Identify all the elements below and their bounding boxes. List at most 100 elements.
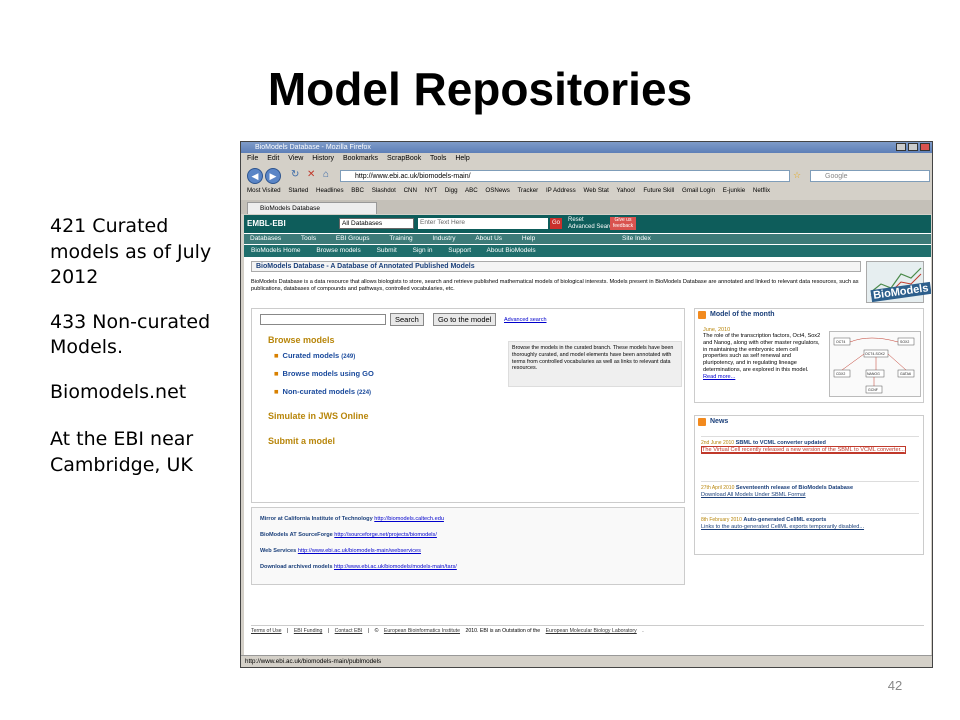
menu-tools[interactable]: Tools bbox=[430, 155, 447, 162]
curated-label: Curated models bbox=[282, 351, 340, 360]
bookmark-nyt[interactable]: NYT bbox=[424, 187, 438, 194]
menu-help[interactable]: Help bbox=[455, 155, 470, 162]
minimize-icon[interactable] bbox=[896, 143, 906, 151]
ebi-advanced-link[interactable]: Advanced Search bbox=[568, 223, 616, 230]
menu-edit[interactable]: Edit bbox=[267, 155, 280, 162]
ebi-logo[interactable]: EMBL-EBI bbox=[247, 219, 286, 228]
footer-embl-link[interactable]: European Molecular Biology Laboratory bbox=[545, 628, 637, 634]
menu-bookmarks[interactable]: Bookmarks bbox=[342, 155, 378, 162]
menu-file[interactable]: File bbox=[247, 155, 259, 162]
ebi-go-button[interactable]: Go bbox=[550, 218, 562, 229]
mirror-link[interactable]: http://biomodels.caltech.edu bbox=[374, 516, 444, 522]
footer-copyright: © bbox=[374, 628, 379, 634]
browse-curated-link[interactable]: ■Curated models(249) bbox=[274, 351, 355, 360]
nav-biomodels-home[interactable]: BioModels Home bbox=[251, 247, 301, 254]
ebi-nav-training[interactable]: Training bbox=[389, 235, 413, 242]
footer-period: . bbox=[642, 628, 644, 634]
ebi-nav-about[interactable]: About Us bbox=[475, 235, 503, 242]
menu-bar: File Edit View History Bookmarks ScrapBo… bbox=[247, 155, 477, 162]
slide-number: 42 bbox=[887, 678, 903, 693]
read-more-link[interactable]: Read more... bbox=[703, 373, 736, 380]
bookmark-abc[interactable]: ABC bbox=[464, 187, 478, 194]
bookmark-star-icon[interactable]: ☆ bbox=[793, 170, 802, 180]
ebi-search-input[interactable]: Enter Text Here bbox=[418, 218, 548, 229]
bookmark-digg[interactable]: Digg bbox=[444, 187, 458, 194]
ebi-nav-tools[interactable]: Tools bbox=[300, 235, 317, 242]
url-bar[interactable]: http://www.ebi.ac.uk/biomodels-main/ bbox=[340, 170, 790, 182]
news-item-title: SBML to VCML converter updated bbox=[735, 440, 826, 446]
reload-icon[interactable]: ↻ bbox=[291, 169, 300, 180]
nav-about-biomodels[interactable]: About BioModels bbox=[486, 247, 536, 254]
bookmark-slashdot[interactable]: Slashdot bbox=[371, 187, 396, 194]
news-item-link[interactable]: Download All Models Under SBML Format bbox=[701, 492, 806, 498]
ebi-feedback-button[interactable]: Give us feedback bbox=[610, 217, 636, 230]
ebi-database-select[interactable]: All Databases bbox=[339, 218, 414, 229]
bookmark-netflix[interactable]: Netflix bbox=[752, 187, 771, 194]
search-button[interactable]: Search bbox=[390, 313, 424, 326]
bookmark-headlines[interactable]: Headlines bbox=[316, 187, 344, 194]
nav-support[interactable]: Support bbox=[448, 247, 472, 254]
home-icon[interactable]: ⌂ bbox=[323, 169, 330, 180]
menu-history[interactable]: History bbox=[312, 155, 335, 162]
mirror-link[interactable]: http://sourceforge.net/projects/biomodel… bbox=[334, 532, 437, 538]
bookmark-started[interactable]: Started bbox=[288, 187, 309, 194]
close-icon[interactable] bbox=[920, 143, 930, 151]
bookmark-ejunkie[interactable]: E-junkie bbox=[722, 187, 746, 194]
submit-model-link[interactable]: Submit a model bbox=[268, 436, 336, 446]
node-cdx2-label: CDX2 bbox=[836, 372, 845, 376]
rss-icon[interactable] bbox=[698, 418, 706, 426]
nav-browse-models[interactable]: Browse models bbox=[316, 247, 361, 254]
slide-notes: 421 Curated models as of July 2012 433 N… bbox=[50, 214, 235, 497]
news-item-title: Auto-generated CellML exports bbox=[743, 517, 827, 523]
ebi-reset-link[interactable]: Reset bbox=[568, 217, 584, 223]
search-input[interactable]: Google bbox=[810, 170, 930, 182]
pathway-diagram: OCT4 SOX2 OCT4-SOX2 CDX2 NANOG GATA6 bbox=[829, 331, 921, 397]
edge-complex-cdx2 bbox=[841, 353, 865, 371]
bookmark-gmail[interactable]: Gmail Login bbox=[682, 187, 716, 194]
ebi-site-index[interactable]: Site Index bbox=[622, 235, 651, 242]
rss-icon[interactable] bbox=[698, 311, 706, 319]
news-item: 2nd June 2010 SBML to VCML converter upd… bbox=[701, 436, 919, 454]
nav-submit[interactable]: Submit bbox=[376, 247, 397, 254]
footer-contact[interactable]: Contact EBI bbox=[334, 628, 363, 634]
bookmark-osnews[interactable]: OSNews bbox=[485, 187, 510, 194]
browse-models-heading[interactable]: Browse models bbox=[268, 335, 335, 345]
mirror-row: BioModels AT SourceForge http://sourcefo… bbox=[260, 532, 437, 538]
ebi-nav-databases[interactable]: Databases bbox=[250, 235, 282, 242]
menu-scrapbook[interactable]: ScrapBook bbox=[386, 155, 422, 162]
bookmark-web-stat[interactable]: Web Stat bbox=[583, 187, 609, 194]
mirror-link[interactable]: http://www.ebi.ac.uk/biomodels-main/webs… bbox=[297, 548, 421, 554]
menu-view[interactable]: View bbox=[288, 155, 304, 162]
bookmark-tracker[interactable]: Tracker bbox=[517, 187, 539, 194]
goto-model-button[interactable]: Go to the model bbox=[433, 313, 497, 326]
bookmark-most-visited[interactable]: Most Visited bbox=[247, 187, 281, 194]
browse-noncurated-link[interactable]: ■Non-curated models(224) bbox=[274, 387, 371, 396]
back-icon[interactable]: ◀ bbox=[247, 168, 263, 184]
footer-terms[interactable]: Terms of Use bbox=[251, 628, 282, 634]
bookmark-ip-address[interactable]: IP Address bbox=[545, 187, 576, 194]
footer-ebi-link[interactable]: European Bioinformatics Institute bbox=[383, 628, 461, 634]
model-search-input[interactable] bbox=[260, 314, 386, 325]
maximize-icon[interactable] bbox=[908, 143, 918, 151]
ebi-nav-help[interactable]: Help bbox=[521, 235, 536, 242]
ebi-nav-industry[interactable]: Industry bbox=[432, 235, 456, 242]
bookmark-bbc[interactable]: BBC bbox=[351, 187, 365, 194]
forward-icon[interactable]: ▶ bbox=[265, 168, 281, 184]
bookmark-future-skill[interactable]: Future Skill bbox=[643, 187, 675, 194]
note-curated: 421 Curated models as of July 2012 bbox=[50, 215, 212, 288]
note-noncurated: 433 Non-curated Models. bbox=[50, 310, 211, 359]
news-item-link[interactable]: Links to the auto-generated CellML expor… bbox=[701, 524, 865, 530]
simulate-jws-link[interactable]: Simulate in JWS Online bbox=[268, 411, 369, 421]
nav-sign-in[interactable]: Sign in bbox=[412, 247, 433, 254]
bookmark-yahoo[interactable]: Yahoo! bbox=[616, 187, 636, 194]
bookmark-cnn[interactable]: CNN bbox=[403, 187, 417, 194]
news-item-link[interactable]: The Virtual Cell recently released a new… bbox=[701, 446, 906, 454]
browse-go-link[interactable]: ■Browse models using GO bbox=[274, 369, 374, 378]
footer-funding[interactable]: EBI Funding bbox=[293, 628, 323, 634]
tab-biomodels[interactable]: BioModels Database bbox=[247, 202, 377, 214]
mirror-link[interactable]: http://www.ebi.ac.uk/biomodels/models-ma… bbox=[334, 564, 457, 570]
stop-icon[interactable]: ✕ bbox=[307, 169, 316, 180]
go-label: Browse models using GO bbox=[282, 369, 374, 378]
ebi-nav-groups[interactable]: EBI Groups bbox=[335, 235, 370, 242]
advanced-search-link[interactable]: Advanced search bbox=[504, 317, 547, 323]
